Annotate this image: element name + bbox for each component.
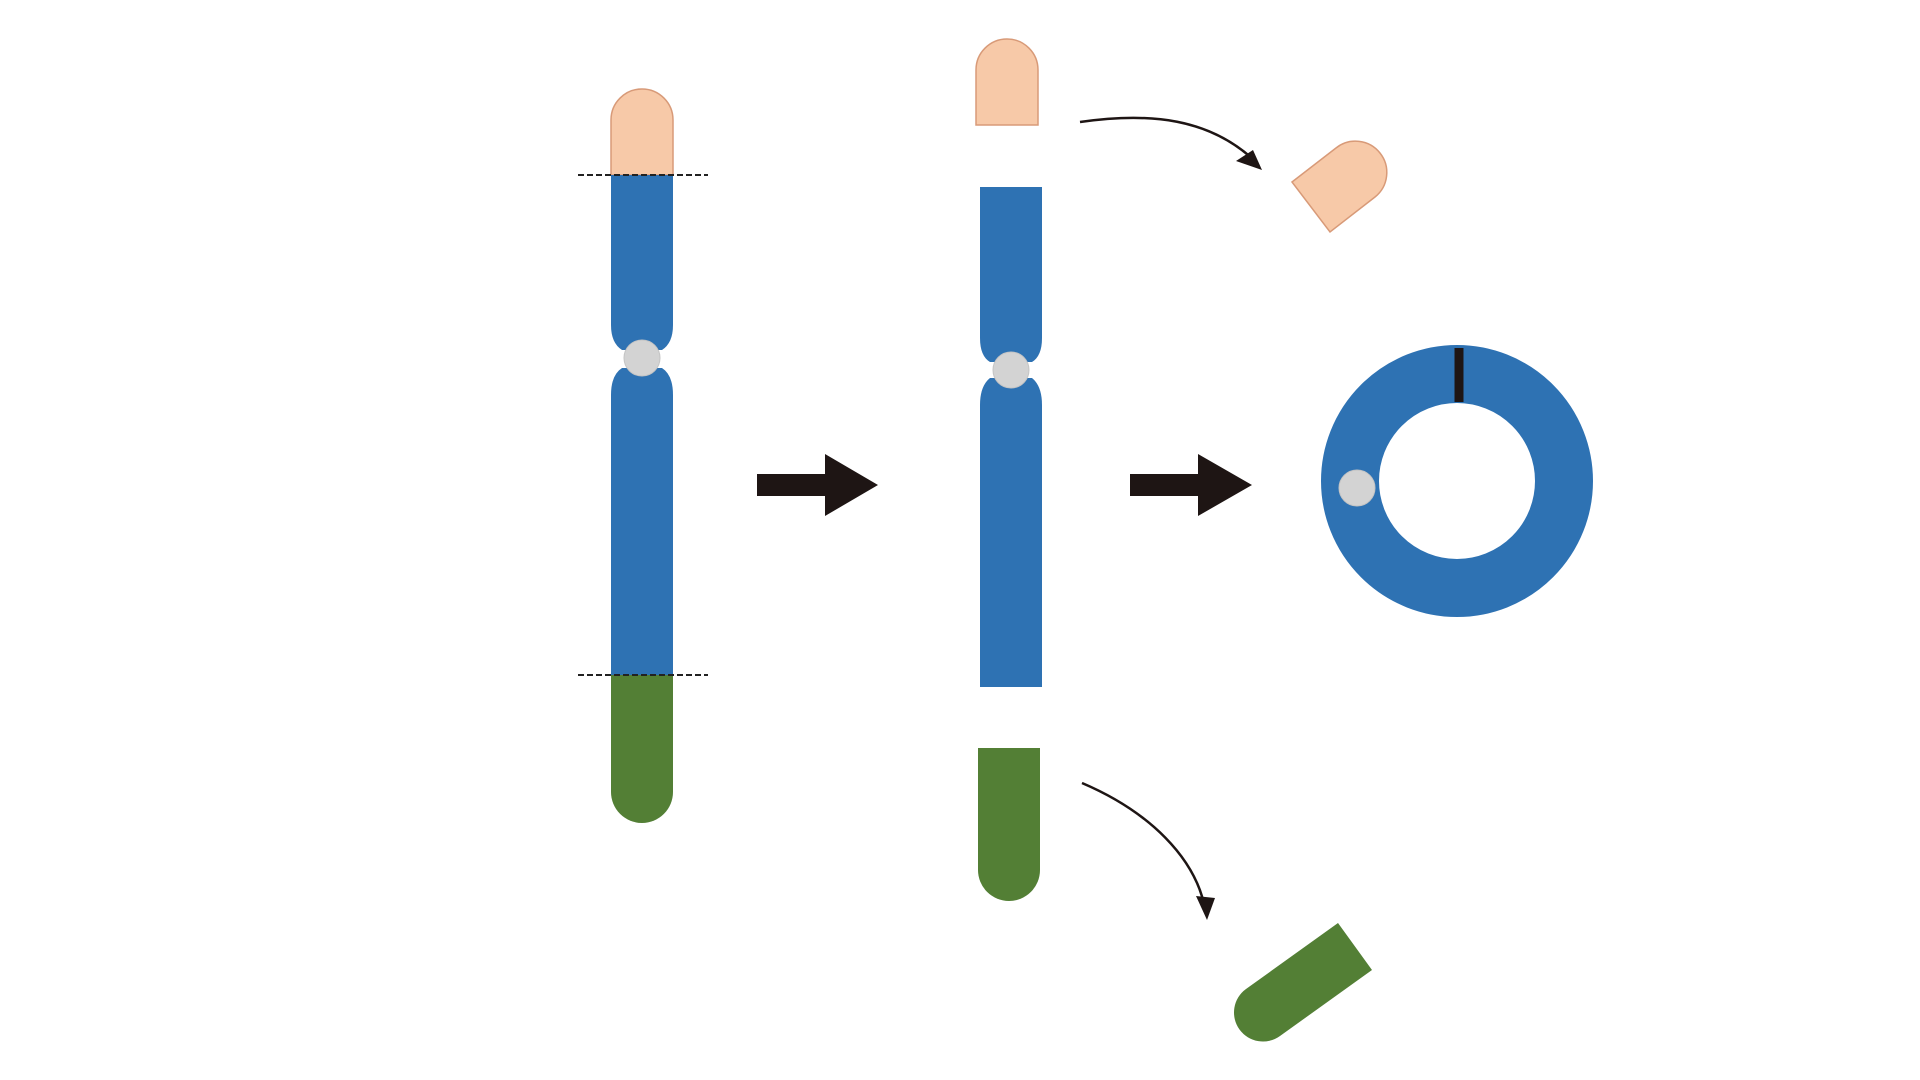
fragment-lost-arrow-lower [1081, 781, 1207, 909]
detached-p-tip [975, 38, 1039, 126]
p-arm-tip-segment [610, 88, 674, 176]
detached-q-tip [978, 748, 1040, 901]
intact-chromosome [578, 88, 708, 823]
centromere [992, 351, 1030, 389]
fragment-lost-arrow-upper [1079, 116, 1257, 163]
q-arm-tip-segment [611, 675, 673, 823]
process-arrow-1 [757, 454, 878, 516]
main-body-lower [611, 368, 673, 675]
broken-body-lower [980, 378, 1042, 687]
lost-q-fragment [1233, 923, 1372, 1042]
centromere [1338, 469, 1376, 507]
broken-body-upper [980, 187, 1042, 362]
process-arrow-2 [1130, 454, 1252, 516]
ring-chromosome [1321, 345, 1593, 617]
fragment-lost-arrow-lower-head [1196, 896, 1215, 920]
lost-p-fragment [1290, 140, 1388, 234]
broken-chromosome [975, 38, 1388, 1042]
fragment-lost-arrow-upper-head [1236, 150, 1262, 170]
centromere [623, 339, 661, 377]
ring-body [1321, 345, 1593, 617]
main-body-upper [611, 175, 673, 350]
